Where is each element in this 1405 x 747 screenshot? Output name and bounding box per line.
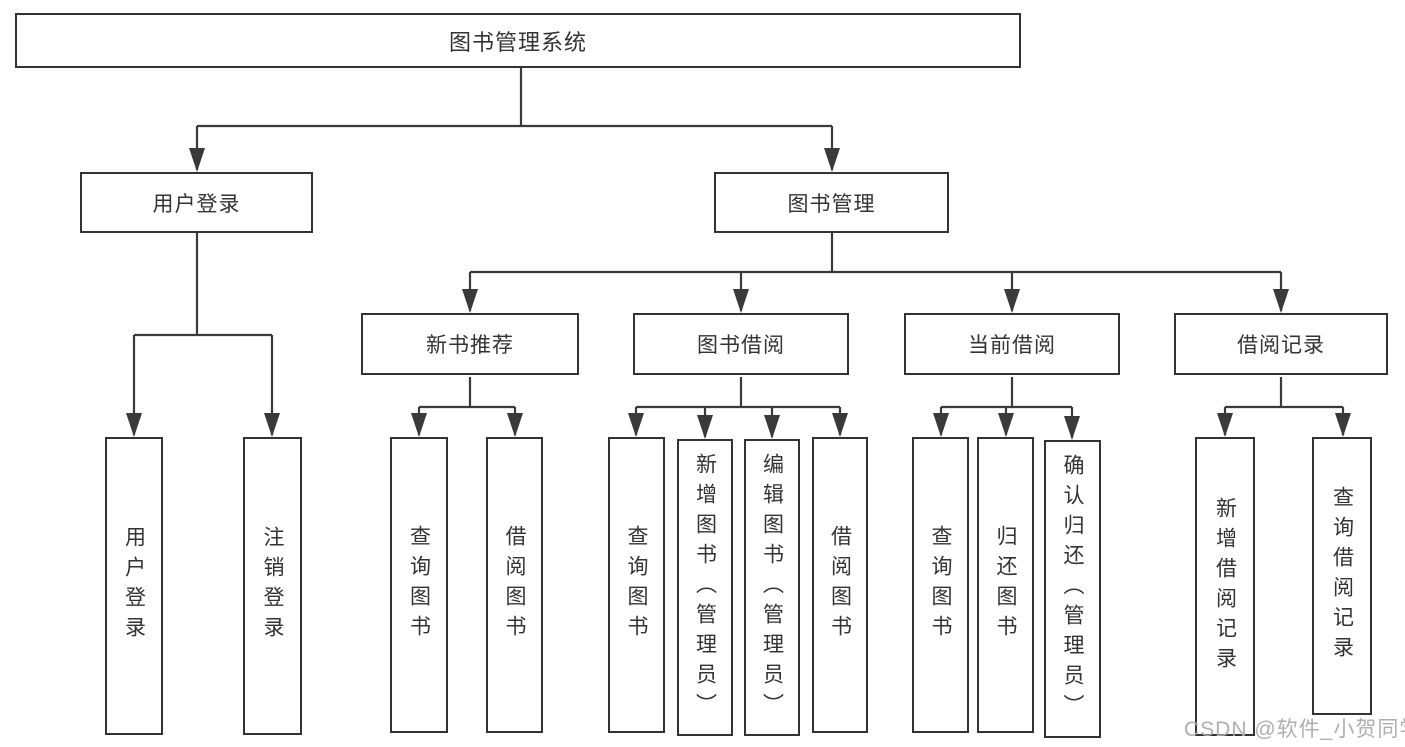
leaf-confirm-return-admin: 确认归还（管理员） [1044,440,1101,738]
node-label: 借阅图书 [503,525,526,645]
node-label: 图书管理系统 [448,29,587,55]
leaf-return-books: 归还图书 [977,437,1034,733]
leaf-query-books-recommend: 查询图书 [390,437,448,733]
leaf-user-login: 用户登录 [105,437,163,735]
node-label: 用户登录 [122,526,146,646]
node-label: 查询图书 [407,525,431,645]
leaf-logout-login: 注销登录 [243,437,302,735]
node-label: 图书管理 [787,192,876,216]
node-current-borrowing: 当前借阅 [904,313,1120,375]
leaf-query-books-borrowing: 查询图书 [608,437,665,733]
node-book-borrowing: 图书借阅 [633,313,849,375]
node-borrow-records: 借阅记录 [1174,313,1388,375]
leaf-edit-books-admin: 编辑图书（管理员） [744,439,800,736]
node-label: 新增借阅记录 [1213,496,1237,677]
node-new-book-recommend: 新书推荐 [361,313,579,375]
node-library-management-system: 图书管理系统 [15,13,1021,68]
node-label: 查询图书 [929,525,952,645]
node-label: 归还图书 [994,525,1017,645]
node-label: 查询图书 [625,525,648,645]
node-label: 图书借阅 [697,334,785,357]
node-label: 用户登录 [152,192,241,216]
node-label: 确认归还（管理员） [1061,454,1084,724]
node-label: 借阅图书 [828,525,852,645]
node-label: 新书推荐 [426,334,514,357]
leaf-add-books-admin: 新增图书（管理员） [677,439,733,736]
node-user-login: 用户登录 [80,172,313,233]
leaf-add-borrow-record: 新增借阅记录 [1195,437,1255,736]
leaf-query-books-current: 查询图书 [912,437,969,733]
leaf-borrow-books-recommend: 借阅图书 [486,437,543,733]
leaf-query-borrow-record: 查询借阅记录 [1312,437,1372,715]
node-label: 注销登录 [261,526,284,646]
node-label: 借阅记录 [1237,334,1325,357]
csdn-watermark: CSDN @软件_小贺同学 [1184,718,1405,741]
node-label: 当前借阅 [968,334,1056,357]
node-book-management: 图书管理 [714,172,949,233]
node-label: 查询借阅记录 [1330,486,1354,666]
node-label: 新增图书（管理员） [693,452,717,723]
node-label: 编辑图书（管理员） [760,452,784,723]
leaf-borrow-books-borrowing: 借阅图书 [812,437,868,733]
